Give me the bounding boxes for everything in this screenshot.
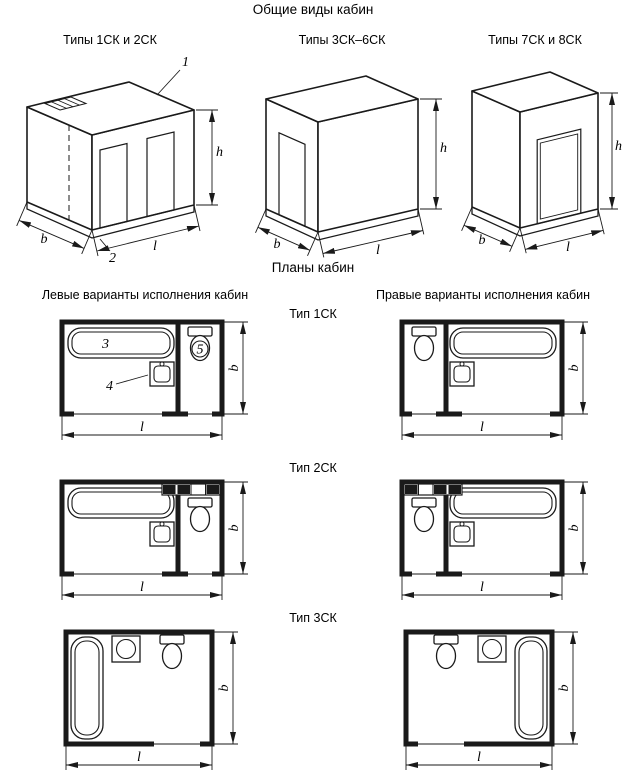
plan-2sk-right bbox=[400, 480, 589, 601]
col-label-7sk-8sk: Типы 7СК и 8СК bbox=[488, 33, 582, 47]
dim-line-b bbox=[463, 224, 513, 247]
dim-label-h: h bbox=[216, 145, 223, 160]
isometric-view-1sk-2sk: 1 2 h b l bbox=[16, 55, 223, 266]
vent-strip bbox=[161, 483, 221, 496]
dim-label-l: l bbox=[153, 239, 157, 254]
cabin-base bbox=[26, 202, 195, 239]
mirrored-plan bbox=[400, 320, 565, 417]
plan-shell bbox=[64, 630, 215, 747]
callout-3: 3 bbox=[101, 337, 109, 352]
cabin-left-face bbox=[471, 90, 521, 229]
callout-1: 1 bbox=[182, 55, 189, 70]
cabin-top-face bbox=[26, 81, 195, 136]
mirrored-plan bbox=[400, 480, 565, 577]
callout-1-leader bbox=[156, 69, 181, 96]
dim-label-b: b bbox=[274, 237, 281, 252]
right-variants-label: Правые варианты исполнения кабин bbox=[376, 288, 590, 302]
cabin-top-face bbox=[471, 71, 599, 113]
dim-line-l bbox=[322, 230, 424, 254]
col-label-1sk-2sk: Типы 1СК и 2СК bbox=[63, 33, 157, 47]
plan-3sk-left bbox=[64, 630, 239, 771]
dim-label-h: h bbox=[615, 139, 622, 154]
plan-1sk-right bbox=[400, 320, 589, 441]
door bbox=[278, 131, 306, 228]
cabin-base bbox=[265, 209, 419, 241]
door-frame bbox=[539, 133, 579, 220]
cabin-top-face bbox=[265, 75, 419, 123]
type-label-2sk: Тип 2СК bbox=[289, 461, 337, 475]
toilet bbox=[411, 497, 437, 533]
dim-label-b: b bbox=[41, 232, 48, 247]
plan-1sk-left: 3 4 5 bbox=[60, 320, 249, 441]
left-variants-label: Левые варианты исполнения кабин bbox=[42, 288, 248, 302]
vent-strip bbox=[403, 483, 463, 496]
plans-title: Планы кабин bbox=[272, 260, 354, 275]
dim-line-l bbox=[96, 225, 200, 252]
door-2 bbox=[146, 131, 175, 218]
dim-label-h: h bbox=[440, 141, 447, 156]
callout-2: 2 bbox=[109, 251, 116, 266]
col-label-3sk-6sk: Типы 3СК–6СК bbox=[299, 33, 386, 47]
plan-shell bbox=[404, 630, 555, 747]
dim-line-l bbox=[525, 229, 604, 250]
dim-line-b bbox=[257, 226, 311, 251]
dim-label-l: l bbox=[566, 240, 570, 255]
door bbox=[536, 128, 582, 225]
isometric-view-3sk-6sk: h b l bbox=[255, 75, 447, 258]
mirrored-plan bbox=[404, 630, 555, 747]
type-label-3sk: Тип 3СК bbox=[289, 611, 337, 625]
cabin-base bbox=[471, 207, 599, 237]
door-1 bbox=[99, 142, 128, 229]
plan-3sk-right bbox=[404, 630, 579, 771]
cabin-front-face bbox=[519, 92, 599, 229]
callout-5: 5 bbox=[197, 343, 204, 358]
plan-2sk-left bbox=[60, 480, 249, 601]
type-label-1sk: Тип 1СК bbox=[289, 307, 337, 321]
main-title: Общие виды кабин bbox=[253, 2, 374, 17]
dim-label-b: b bbox=[479, 233, 486, 248]
callout-5-balloon bbox=[191, 340, 209, 358]
callout-4-leader bbox=[115, 374, 149, 385]
isometric-view-7sk-8sk: h b l bbox=[461, 71, 622, 255]
callout-4: 4 bbox=[106, 379, 113, 394]
dim-line-b bbox=[18, 219, 85, 249]
toilet bbox=[187, 497, 213, 533]
toilet bbox=[411, 326, 437, 362]
dim-label-l: l bbox=[376, 243, 380, 258]
